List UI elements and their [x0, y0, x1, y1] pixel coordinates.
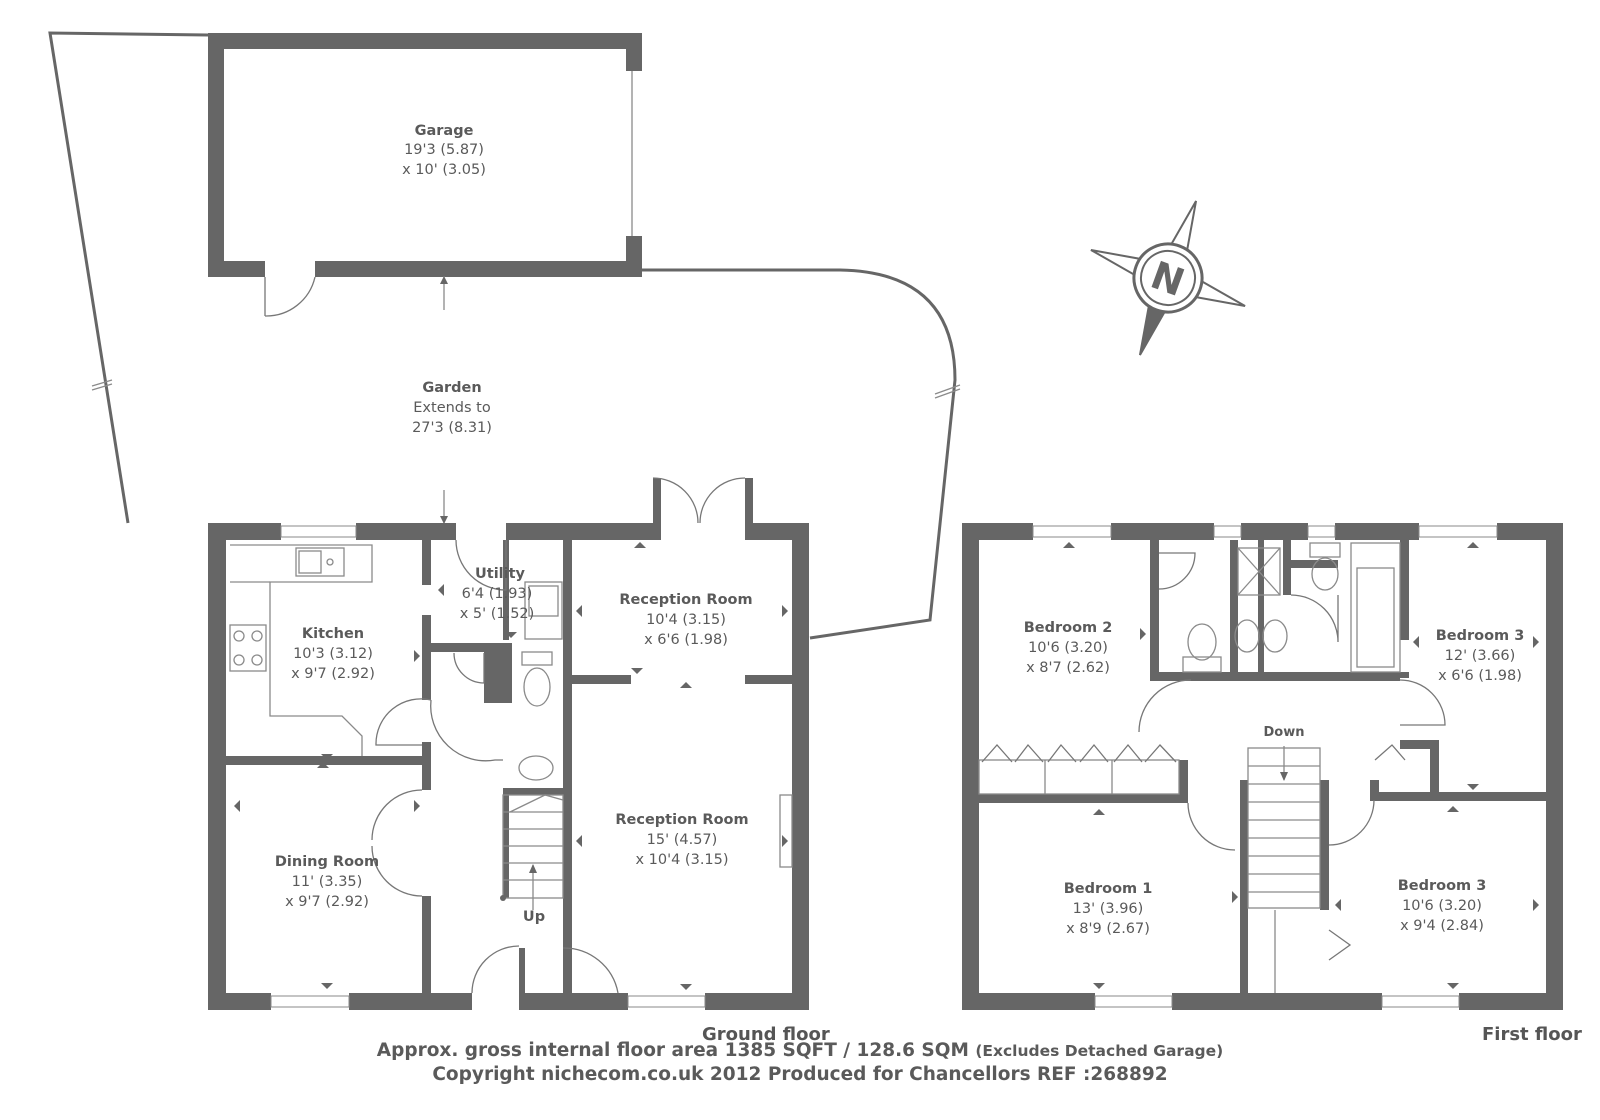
bedroom2-title: Bedroom 2 [1024, 620, 1113, 636]
bedroom3b-title: Bedroom 3 [1398, 878, 1487, 894]
ground-floor-label: Ground floor [702, 1024, 830, 1045]
dining-dim1: 11' (3.35) [292, 874, 363, 890]
dining-title: Dining Room [275, 854, 379, 870]
floor-area-note: Approx. gross internal floor area 1385 S… [0, 1040, 1600, 1061]
reception2-dim2: x 10'4 (3.15) [635, 852, 728, 868]
bedroom3b-dim2: x 9'4 (2.84) [1400, 918, 1484, 934]
garage-title: Garage [415, 123, 474, 139]
bedroom2-dim1: 10'6 (3.20) [1028, 640, 1108, 656]
first-floor-label: First floor [1482, 1024, 1582, 1045]
garden-title: Garden [422, 380, 481, 396]
ground-floor [208, 477, 809, 1010]
utility-title: Utility [475, 566, 526, 582]
stairs-down-label: Down [1264, 725, 1305, 740]
utility-dim2: x 5' (1.52) [460, 606, 535, 622]
reception1-title: Reception Room [619, 592, 752, 608]
floor-area-text: Approx. gross internal floor area 1385 S… [376, 1040, 969, 1061]
garage-dim2: x 10' (3.05) [402, 162, 486, 178]
reception2-title: Reception Room [615, 812, 748, 828]
reception1-dim2: x 6'6 (1.98) [644, 632, 728, 648]
garden-arrows [440, 276, 448, 525]
kitchen-title: Kitchen [302, 626, 364, 642]
bedroom1-title: Bedroom 1 [1064, 881, 1153, 897]
stairs-up-label: Up [523, 909, 545, 925]
bedroom3a-dim1: 12' (3.66) [1445, 648, 1516, 664]
kitchen-dim1: 10'3 (3.12) [293, 646, 373, 662]
garden-boundary [48, 31, 961, 640]
bedroom2-dim2: x 8'7 (2.62) [1026, 660, 1110, 676]
kitchen-dim2: x 9'7 (2.92) [291, 666, 375, 682]
reception1-dim1: 10'4 (3.15) [646, 612, 726, 628]
copyright-note: Copyright nichecom.co.uk 2012 Produced f… [432, 1064, 1168, 1085]
garage [208, 33, 642, 317]
bedroom3b-dim1: 10'6 (3.20) [1402, 898, 1482, 914]
utility-dim1: 6'4 (1.93) [462, 586, 533, 602]
garage-dim1: 19'3 (5.87) [404, 142, 484, 158]
room-labels: Garage 19'3 (5.87) x 10' (3.05) Garden E… [275, 123, 1582, 1045]
dining-dim2: x 9'7 (2.92) [285, 894, 369, 910]
reception2-dim1: 15' (4.57) [647, 832, 718, 848]
garden-dim1: Extends to [413, 400, 491, 416]
bedroom1-dim2: x 8'9 (2.67) [1066, 921, 1150, 937]
bedroom1-dim1: 13' (3.96) [1073, 901, 1144, 917]
first-floor [962, 523, 1563, 1010]
compass-icon [1090, 200, 1246, 356]
garden-dim2: 27'3 (8.31) [412, 420, 492, 436]
bedroom3a-dim2: x 6'6 (1.98) [1438, 668, 1522, 684]
bedroom3a-title: Bedroom 3 [1436, 628, 1525, 644]
garage-door [264, 276, 316, 317]
floor-area-exclusion: (Excludes Detached Garage) [975, 1042, 1224, 1060]
